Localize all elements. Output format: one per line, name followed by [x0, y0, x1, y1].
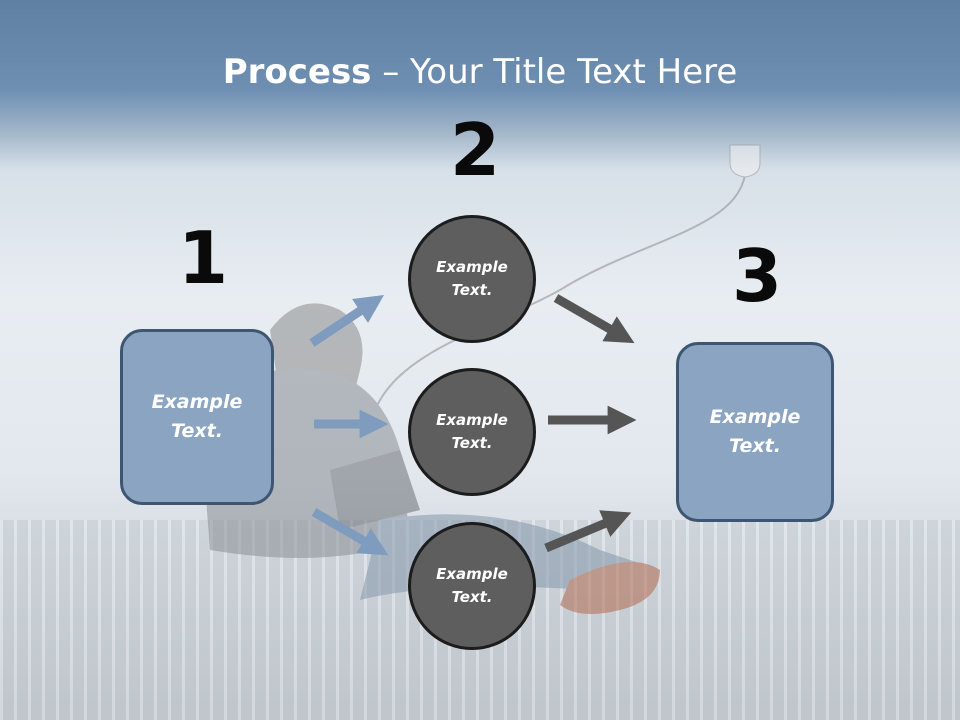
step-box-1-label: Example Text.: [151, 391, 243, 442]
lightbulb-icon: [729, 144, 761, 178]
step-circle-bottom-label: Example Text.: [436, 565, 508, 606]
arrow-box1-to-circle-bottom: [311, 508, 389, 556]
slide-title: Process – Your Title Text Here: [0, 52, 960, 92]
step-circle-middle: Example Text.: [408, 368, 536, 496]
lightbulb-cord: [366, 174, 746, 471]
arrow-box1-to-circle-top: [309, 295, 384, 347]
arrow-circle-bottom-to-box3: [544, 510, 632, 553]
step-box-3-label: Example Text.: [709, 406, 801, 457]
step-number-2: 2: [450, 108, 501, 192]
step-box-3: Example Text.: [676, 342, 834, 522]
step-circle-bottom: Example Text.: [408, 522, 536, 650]
step-box-1: Example Text.: [120, 329, 274, 505]
step-circle-middle-label: Example Text.: [436, 411, 508, 452]
step-circle-top: Example Text.: [408, 215, 536, 343]
step-circle-top-label: Example Text.: [436, 258, 508, 299]
step-number-1: 1: [178, 216, 229, 300]
title-rest: – Your Title Text Here: [371, 52, 738, 92]
sneaker-icon: [560, 562, 660, 614]
laptop: [330, 450, 420, 530]
step-number-3: 3: [732, 234, 783, 318]
arrow-circle-top-to-box3: [553, 294, 635, 344]
title-bold: Process: [222, 52, 372, 92]
